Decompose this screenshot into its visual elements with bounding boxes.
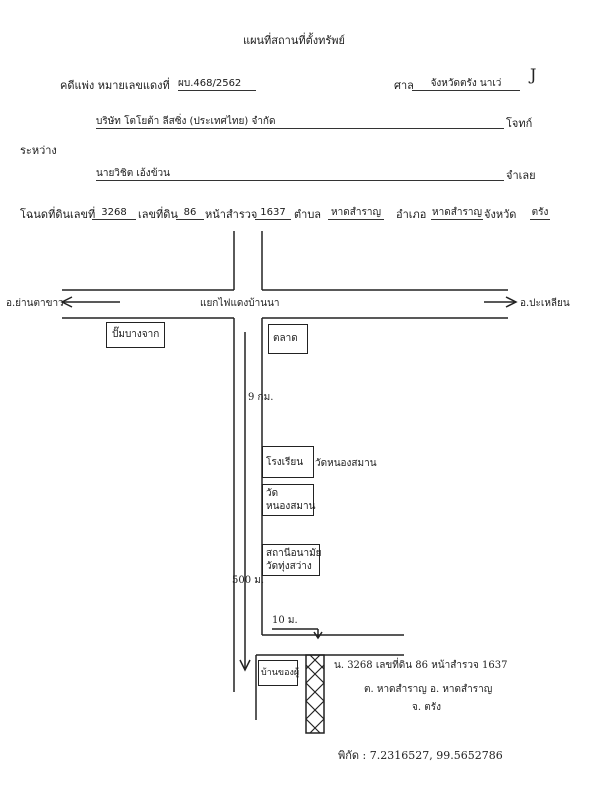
defendant-role: จำเลย (506, 169, 536, 182)
temple-landmark: วัด หนองสมาน (262, 484, 315, 516)
arrow-right-icon (505, 296, 518, 308)
market-landmark: ตลาด (268, 324, 308, 354)
distance-500m: 500 ม. (232, 575, 265, 586)
subdistrict-value: หาดสำราญ (328, 207, 384, 220)
district-label: อำเภอ (396, 208, 427, 221)
case-number: ผบ.468/2562 (178, 78, 256, 91)
land-number: 86 (176, 207, 204, 220)
property-hatch (305, 654, 325, 734)
health-station-landmark: สถานีอนามัย วัดทุ่งสว่าง (262, 544, 322, 576)
district-value: หาดสำราญ (431, 207, 483, 220)
property-location-note: ต. หาดสำราญ อ. หาดสำราญ (364, 684, 493, 695)
lane-arrow-icon (313, 631, 323, 640)
route-arrow-icon (239, 659, 251, 672)
survey-number: 1637 (255, 207, 291, 220)
distance-10m: 10 ม. (272, 615, 298, 626)
province-value: ตรัง (530, 207, 550, 220)
property-parcel (305, 654, 325, 734)
coordinates-label: พิกัด : 7.2316527, 99.5652786 (338, 749, 503, 762)
case-label: คดีแพ่ง หมายเลขแดงที่ (60, 79, 170, 92)
land-label: เลขที่ดิน (138, 208, 178, 221)
between-label: ระหว่าง (20, 144, 57, 157)
plaintiff-role: โจทก์ (506, 117, 533, 130)
court-label: ศาล (394, 79, 414, 92)
document-title: แผนที่สถานที่ตั้งทรัพย์ (243, 34, 345, 47)
plaintiff-name: บริษัท โตโยต้า ลีสซิ่ง (ประเทศไทย) จำกัด (96, 116, 504, 129)
gas-station-landmark: ปั๊มบางจาก (106, 322, 165, 348)
right-direction-label: อ.ปะเหลียน (520, 298, 570, 309)
survey-label: หน้าสำรวจ (205, 208, 258, 221)
arrow-left-icon (60, 296, 73, 308)
neighbor-house-landmark: บ้านของผู้ (258, 660, 299, 686)
court-value: จังหวัดตรัง นาเว่ (412, 78, 520, 91)
subdistrict-label: ตำบล (294, 208, 322, 221)
province-label: จังหวัด (484, 208, 517, 221)
distance-9km: 9 กม. (248, 392, 274, 403)
initial-mark: J (530, 65, 537, 84)
school-landmark: โรงเรียน (262, 446, 314, 478)
left-direction-label: อ.ย่านตาขาว (6, 298, 64, 309)
defendant-name: นายวิชิต เอ้งข้วน (96, 168, 504, 181)
temple-name-label: วัดหนองสมาน (315, 458, 377, 469)
deed-label: โฉนดที่ดินเลขที่ (20, 208, 96, 221)
property-province-note: จ. ตรัง (412, 702, 441, 713)
deed-number: 3268 (92, 207, 136, 220)
junction-label: แยกไฟแดงบ้านนา (200, 298, 280, 309)
property-deed-note: น. 3268 เลขที่ดิน 86 หน้าสำรวจ 1637 (334, 660, 508, 671)
